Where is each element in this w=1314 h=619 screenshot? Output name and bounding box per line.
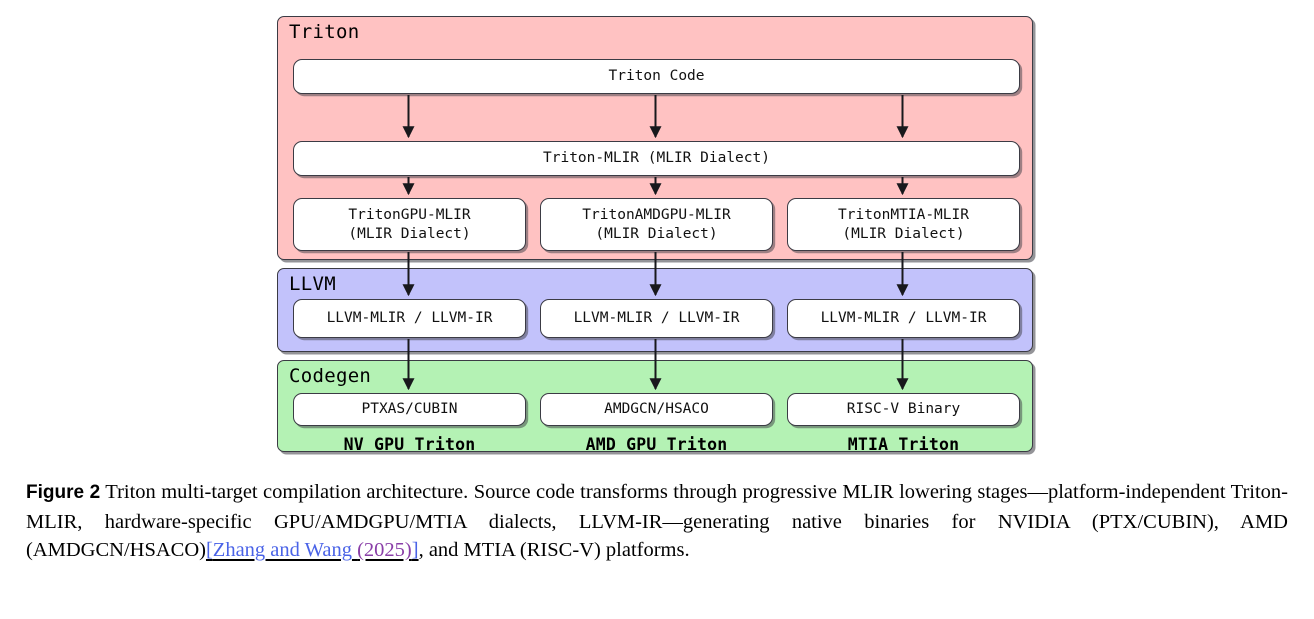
- figure-caption: Figure 2 Triton multi-target compilation…: [26, 478, 1288, 565]
- codegen-band: Codegen PTXAS/CUBIN AMDGCN/HSACO RISC-V …: [277, 360, 1033, 454]
- llvm-band: LLVM LLVM-MLIR / LLVM-IR LLVM-MLIR / LLV…: [277, 268, 1033, 352]
- node-tritonmtia-mlir[interactable]: TritonMTIA-MLIR (MLIR Dialect): [787, 198, 1020, 251]
- triton-band-title: Triton: [289, 21, 360, 43]
- citation-link[interactable]: [Zhang and Wang (2025)]: [206, 539, 419, 561]
- node-tritonamdgpu-mlir[interactable]: TritonAMDGPU-MLIR (MLIR Dialect): [540, 198, 773, 251]
- footer-label-amd-gpu-triton: AMD GPU Triton: [585, 434, 728, 454]
- codegen-band-title: Codegen: [289, 365, 372, 387]
- citation-open-bracket: [: [205, 539, 213, 561]
- node-triton-mlir[interactable]: Triton-MLIR (MLIR Dialect): [293, 141, 1020, 176]
- node-ptxas-cubin[interactable]: PTXAS/CUBIN: [293, 393, 526, 426]
- footer-label-nv-gpu-triton: NV GPU Triton: [343, 434, 476, 454]
- node-amdgcn-hsaco[interactable]: AMDGCN/HSACO: [540, 393, 773, 426]
- triton-band: Triton Triton Code Triton-MLIR (MLIR Dia…: [277, 16, 1033, 260]
- caption-label: Figure 2: [26, 482, 101, 503]
- node-triton-code[interactable]: Triton Code: [293, 59, 1020, 94]
- llvm-band-title: LLVM: [289, 273, 336, 295]
- architecture-diagram: Triton Triton Code Triton-MLIR (MLIR Dia…: [277, 16, 1037, 454]
- node-llvm-ir-mtia[interactable]: LLVM-MLIR / LLVM-IR: [787, 299, 1020, 338]
- caption-text-part2: , and MTIA (RISC-V) platforms.: [418, 539, 690, 561]
- node-llvm-ir-nv[interactable]: LLVM-MLIR / LLVM-IR: [293, 299, 526, 338]
- node-riscv-binary[interactable]: RISC-V Binary: [787, 393, 1020, 426]
- node-tritongpu-mlir[interactable]: TritonGPU-MLIR (MLIR Dialect): [293, 198, 526, 251]
- node-llvm-ir-amd[interactable]: LLVM-MLIR / LLVM-IR: [540, 299, 773, 338]
- citation-close-bracket: ]: [411, 539, 419, 561]
- citation-year: (2025): [357, 539, 412, 561]
- caption-text-part1: Triton multi-target compilation architec…: [26, 481, 1288, 561]
- footer-label-mtia-triton: MTIA Triton: [847, 434, 960, 454]
- citation-author: Zhang and Wang: [212, 539, 352, 561]
